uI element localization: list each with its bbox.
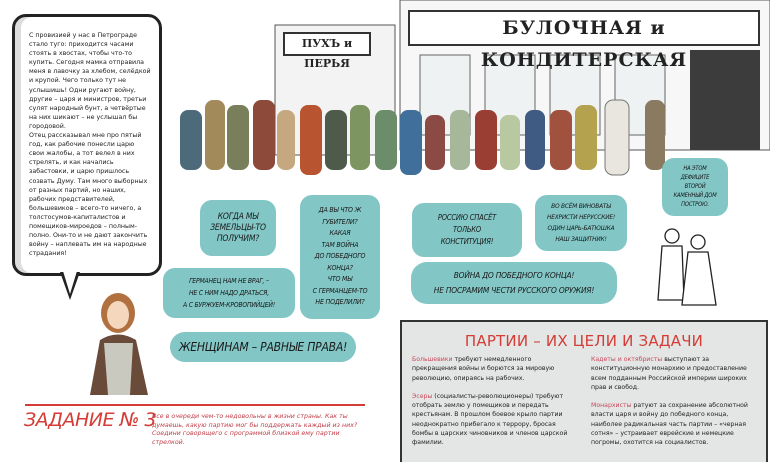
party-text: выступают за конституционную монархию и … (591, 356, 747, 391)
narration-tail-fill (63, 271, 77, 294)
party-name: Монархисты (591, 402, 632, 410)
party-text: ратуют за сохранение абсолютной власти ц… (591, 402, 748, 447)
party-text: (социалисты-революционеры) требуют отобр… (412, 392, 568, 447)
bubble-german: Германец нам не враг, – не с ним надо др… (163, 268, 295, 318)
party-bolsheviks: Большевики требуют немедленного прекраще… (412, 355, 577, 383)
narration-text: С провизией у нас в Петрограде стало туг… (29, 32, 151, 258)
sign-bakery: БУЛОЧНАЯ и КОНДИТЕРСКАЯ (408, 10, 760, 71)
bubble-traitors: Да вы что ж губители? Какая там война до… (300, 195, 380, 319)
couple-illustration (657, 228, 717, 306)
parties-panel: ПАРТИИ – ИХ ЦЕЛИ И ЗАДАЧИ Большевики тре… (400, 320, 768, 462)
narration-box: С провизией у нас в Петрограде стало туг… (12, 14, 162, 276)
party-name: Большевики (412, 356, 453, 363)
parties-title: ПАРТИИ – ИХ ЦЕЛИ И ЗАДАЧИ (464, 332, 704, 350)
task-title: ЗАДАНИЕ № 3 (24, 409, 156, 431)
bubble-women: Женщинам – равные права! (170, 332, 356, 362)
girl-illustration (90, 293, 148, 395)
bubble-tsar: Во всём виноваты нехристи нерусские! Оди… (535, 195, 627, 251)
divider-line (25, 404, 365, 406)
bubble-land: Когда мы земельцы-то получим? (200, 200, 276, 256)
party-text: требуют немедленного прекращения войны и… (412, 356, 555, 382)
party-cadets: Кадеты и октябристы выступают за констит… (591, 355, 756, 392)
bubble-war: Война до победного конца! Не посрамим че… (411, 262, 617, 304)
bubble-deficit: На этом дефиците второй каменный дом пос… (662, 158, 728, 216)
party-name: Кадеты и октябристы (591, 356, 663, 363)
queue-crowd (180, 99, 665, 176)
party-monarchists: Монархисты ратуют за сохранение абсолютн… (591, 401, 756, 447)
party-name: Эсеры (412, 392, 433, 400)
sign-feathers: ПУХЪ и ПЕРЬЯ (283, 32, 371, 70)
bubble-constitution: Россию спасёт только конституция! (412, 203, 522, 257)
task-text: Все в очереди чем-то недовольны в жизни … (152, 413, 358, 446)
party-esers: Эсеры (социалисты-революционеры) требуют… (412, 392, 577, 448)
